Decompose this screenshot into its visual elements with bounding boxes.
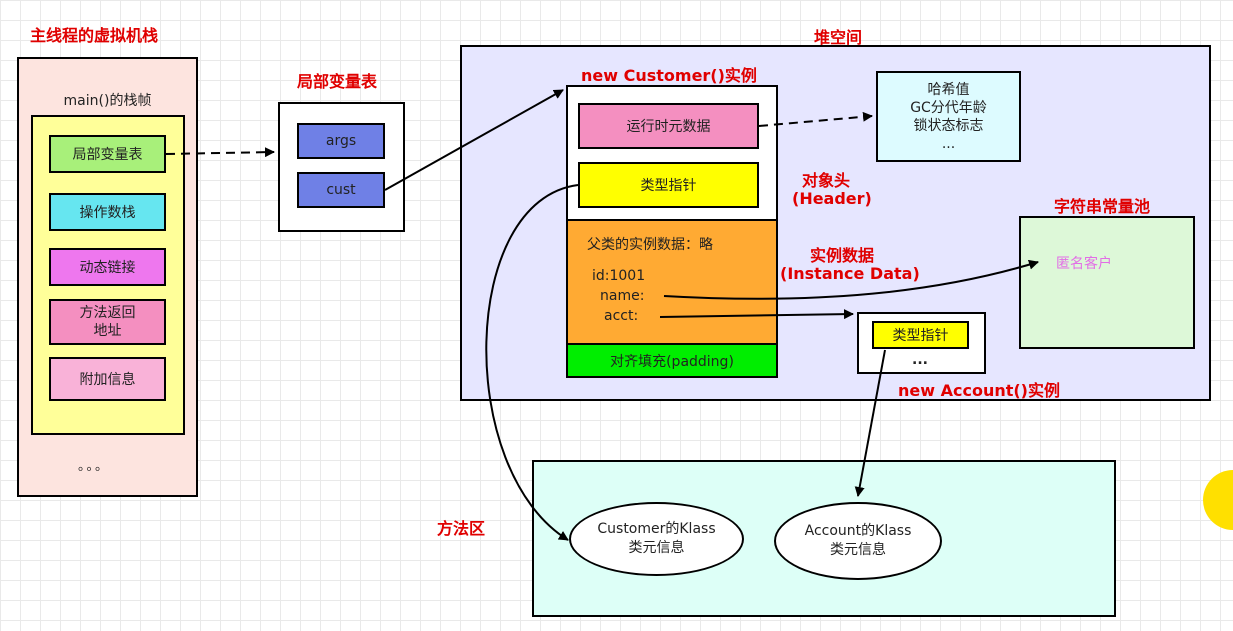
frame-item-local-vars: 局部变量表 [49, 135, 166, 173]
account-type-pointer: 类型指针 [872, 321, 969, 349]
customer-instance-title: new Customer()实例 [581, 66, 757, 85]
instance-data-label: 实例数据 [810, 246, 875, 265]
runtime-metadata: 运行时元数据 [578, 103, 759, 149]
mark-hash: 哈希值 [927, 81, 970, 98]
string-pool-title: 字符串常量池 [1054, 197, 1151, 216]
method-area-title: 方法区 [437, 519, 486, 538]
lvt-panel [278, 102, 405, 232]
mark-word-box: 哈希值 GC分代年龄 锁状态标志 ... [876, 71, 1021, 162]
account-more: ... [912, 352, 928, 368]
frame-item-dynamic-link: 动态链接 [49, 248, 166, 286]
frame-item-extra-info: 附加信息 [49, 357, 166, 401]
lvt-slot-args: args [297, 123, 385, 159]
header-label-en: (Header) [792, 189, 872, 208]
customer-klass: Customer的Klass 类元信息 [569, 502, 744, 576]
frame-item-operand-stack: 操作数栈 [49, 193, 166, 231]
mark-gc-age: GC分代年龄 [910, 99, 987, 116]
stack-title: 主线程的虚拟机栈 [30, 26, 159, 45]
field-acct: acct: [604, 308, 639, 324]
field-name: name: [600, 288, 645, 304]
header-label: 对象头 [802, 171, 851, 190]
cursor-highlight [1203, 470, 1233, 530]
frame-item-return-address: 方法返回 地址 [49, 299, 166, 345]
account-instance-title: new Account()实例 [898, 381, 1060, 400]
padding-box: 对齐填充(padding) [566, 343, 778, 378]
mark-more: ... [941, 135, 956, 152]
frame-label: main()的栈帧 [63, 93, 152, 109]
string-pool-box [1019, 216, 1195, 349]
lvt-slot-cust: cust [297, 172, 385, 208]
stack-more: 。。。 [78, 459, 111, 474]
heap-title: 堆空间 [814, 28, 863, 47]
type-pointer: 类型指针 [578, 162, 759, 208]
string-value: 匿名客户 [1056, 256, 1112, 272]
parent-instance-data: 父类的实例数据：略 [587, 237, 713, 253]
account-klass: Account的Klass 类元信息 [774, 502, 942, 580]
mark-lock-state: 锁状态标志 [913, 117, 984, 134]
field-id: id:1001 [592, 268, 646, 284]
lvt-title: 局部变量表 [297, 72, 378, 91]
instance-data-label-en: (Instance Data) [780, 264, 920, 283]
